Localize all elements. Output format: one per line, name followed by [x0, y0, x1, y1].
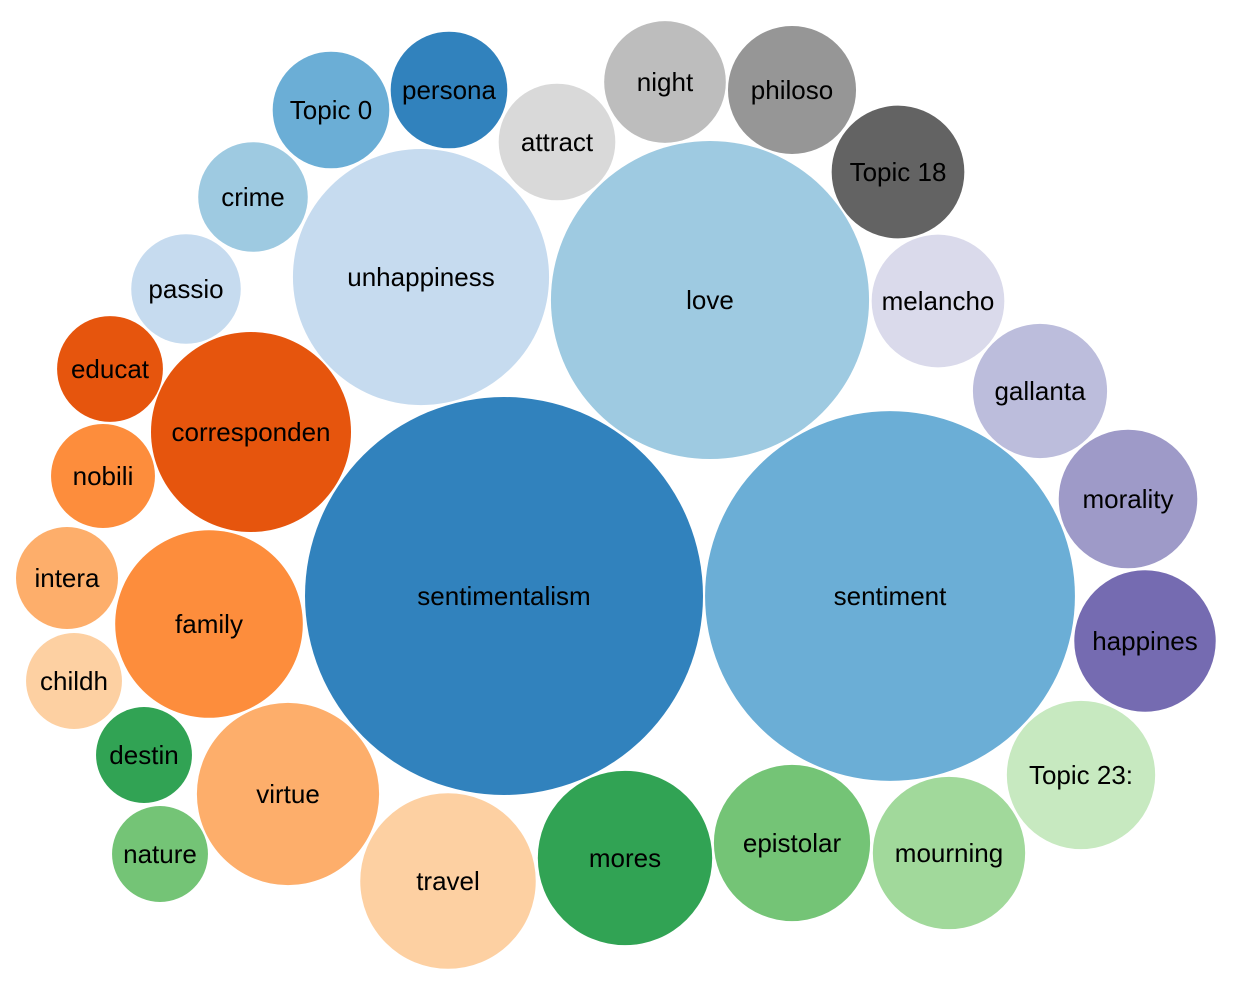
bubble-circle	[831, 105, 965, 239]
bubble: epistolar	[713, 764, 871, 922]
bubble-label: corresponden	[172, 417, 331, 447]
bubble: intera	[16, 527, 118, 629]
bubble-circle	[972, 323, 1108, 459]
bubble: passio	[131, 234, 241, 344]
bubble: sentimentalism	[305, 397, 703, 795]
bubble: Topic 23:	[1006, 700, 1156, 850]
bubble-label: melancho	[882, 286, 995, 316]
bubble-circle	[1006, 700, 1156, 850]
bubble: gallanta	[972, 323, 1108, 459]
bubble: attract	[498, 83, 616, 201]
bubble-circle	[872, 776, 1026, 930]
bubble-label: mourning	[895, 838, 1003, 868]
bubble-circle	[305, 397, 703, 795]
bubble-circle	[112, 806, 208, 902]
bubble: Topic 18	[831, 105, 965, 239]
bubble-label: sentiment	[834, 581, 947, 611]
bubble-circle	[713, 764, 871, 922]
bubble-circle	[26, 633, 122, 729]
bubble: Topic 0	[272, 51, 390, 169]
bubble-circle	[131, 234, 241, 344]
bubble: corresponden	[151, 332, 351, 532]
bubble-circle	[196, 702, 380, 886]
bubble: destin	[96, 707, 192, 803]
bubble-label: philoso	[751, 75, 833, 105]
bubble-label: travel	[416, 866, 480, 896]
bubble-label: family	[175, 609, 243, 639]
bubble-label: mores	[589, 843, 661, 873]
bubble: morality	[1058, 429, 1198, 569]
bubble: educat	[57, 316, 163, 422]
bubble-label: night	[637, 67, 694, 97]
bubble-label: passio	[148, 274, 223, 304]
bubble: mourning	[872, 776, 1026, 930]
bubble-circle	[550, 140, 870, 460]
bubble-circle	[1058, 429, 1198, 569]
bubble-circle	[705, 411, 1075, 781]
bubble: melancho	[871, 234, 1005, 368]
bubble-label: Topic 0	[290, 95, 372, 125]
bubble-label: sentimentalism	[417, 581, 590, 611]
bubble-label: unhappiness	[347, 262, 494, 292]
bubble: night	[604, 21, 726, 143]
bubble-circle	[151, 332, 351, 532]
bubble-circle	[390, 31, 508, 149]
bubble-label: attract	[521, 127, 594, 157]
bubble-label: morality	[1082, 484, 1173, 514]
bubble-circle	[604, 21, 726, 143]
bubble: family	[115, 530, 303, 718]
bubble-circle	[16, 527, 118, 629]
bubble-circle	[727, 25, 857, 155]
bubble-label: happines	[1092, 626, 1198, 656]
bubble-circle	[537, 770, 713, 946]
bubble: mores	[537, 770, 713, 946]
bubble: philoso	[727, 25, 857, 155]
bubble: nobili	[51, 424, 155, 528]
bubble-label: virtue	[256, 779, 320, 809]
bubble-label: nobili	[73, 461, 134, 491]
bubble-label: persona	[402, 75, 496, 105]
bubble-circle	[272, 51, 390, 169]
bubble-label: epistolar	[743, 828, 842, 858]
bubble-circle	[871, 234, 1005, 368]
bubble: persona	[390, 31, 508, 149]
bubble: travel	[360, 793, 536, 969]
bubble-circle	[57, 316, 163, 422]
bubble-label: gallanta	[994, 376, 1086, 406]
bubble-label: intera	[34, 563, 100, 593]
bubble-circle	[498, 83, 616, 201]
bubble: sentiment	[705, 411, 1075, 781]
bubble-circle	[96, 707, 192, 803]
bubble-label: Topic 23:	[1029, 760, 1133, 790]
bubble: virtue	[196, 702, 380, 886]
bubble-label: destin	[109, 740, 178, 770]
bubble-circle	[115, 530, 303, 718]
bubble-label: love	[686, 285, 734, 315]
bubble-label: educat	[71, 354, 150, 384]
bubble-label: nature	[123, 839, 197, 869]
bubble: love	[550, 140, 870, 460]
bubble: crime	[198, 142, 308, 252]
bubble-label: crime	[221, 182, 285, 212]
bubble-circle	[1074, 570, 1216, 712]
bubble-circle	[51, 424, 155, 528]
bubble: happines	[1074, 570, 1216, 712]
bubble: childh	[26, 633, 122, 729]
bubble-label: Topic 18	[850, 157, 947, 187]
bubble-circle	[292, 148, 550, 406]
bubble: unhappiness	[292, 148, 550, 406]
bubble-circle	[360, 793, 536, 969]
bubble-circle	[198, 142, 308, 252]
bubble-label: childh	[40, 666, 108, 696]
bubble: nature	[112, 806, 208, 902]
